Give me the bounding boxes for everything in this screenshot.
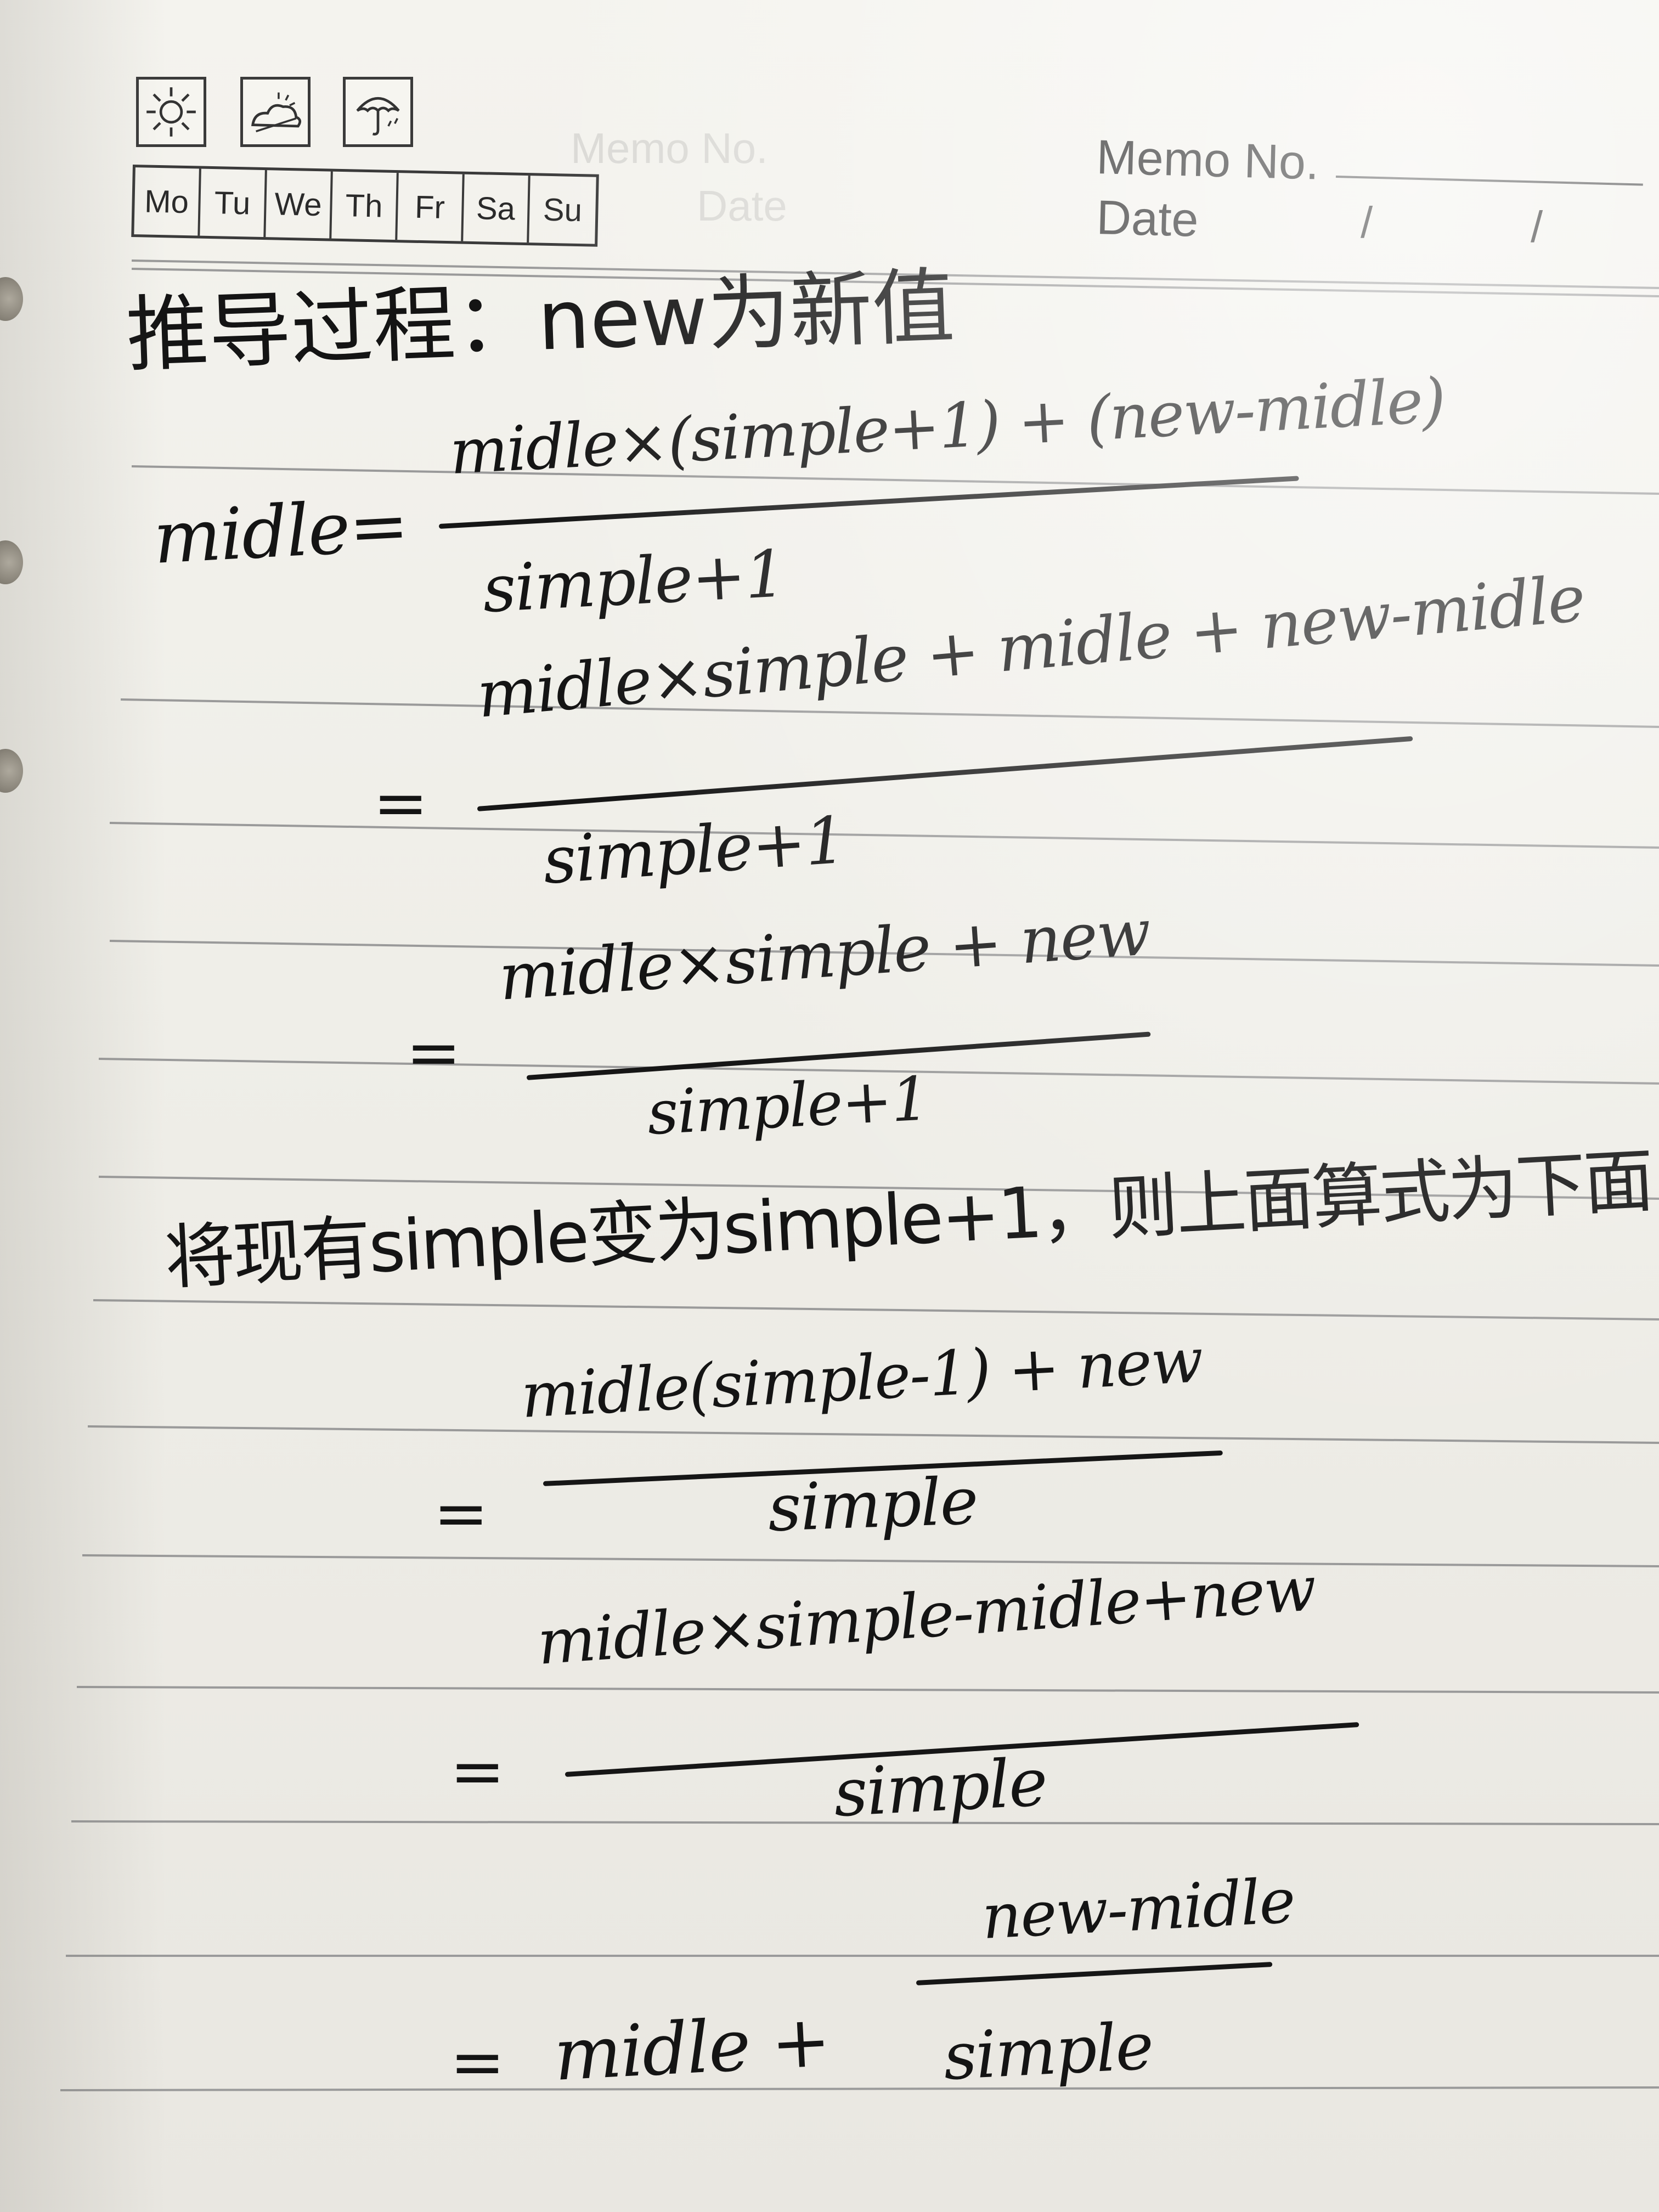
- weekday-we[interactable]: We: [266, 170, 333, 239]
- weekday-sa[interactable]: Sa: [463, 174, 531, 243]
- equals-5: =: [450, 1734, 505, 1810]
- weekday-th[interactable]: Th: [331, 171, 399, 240]
- date-label: Date: [1096, 189, 1199, 247]
- memo-no-label: Memo No.: [1096, 129, 1320, 190]
- equals-2: =: [373, 765, 428, 842]
- cloudy-icon: [240, 77, 311, 147]
- umbrella-icon: [343, 77, 413, 147]
- line-6-midle-term: midle +: [552, 1999, 832, 2097]
- fraction-5-denominator: simple: [832, 1744, 1049, 1832]
- fraction-3-denominator: simple+1: [645, 1063, 930, 1148]
- equals-6: =: [450, 2024, 505, 2101]
- fraction-6-denominator: simple: [941, 2008, 1155, 2095]
- equals-4: =: [433, 1476, 489, 1552]
- equals-3: =: [406, 1015, 461, 1091]
- weekday-tu[interactable]: Tu: [200, 168, 267, 238]
- date-separator: /: [1361, 198, 1373, 247]
- weekday-fr[interactable]: Fr: [397, 173, 465, 241]
- fraction-1-denominator: simple+1: [481, 535, 787, 627]
- fraction-4-denominator: simple: [766, 1463, 979, 1546]
- sun-icon: [136, 77, 206, 147]
- weekday-mo[interactable]: Mo: [134, 167, 201, 236]
- weekday-selector: Mo Tu We Th Fr Sa Su: [131, 165, 599, 247]
- date-separator: /: [1531, 202, 1543, 251]
- ghost-date-text: Date: [697, 182, 787, 230]
- weekday-su[interactable]: Su: [543, 191, 583, 228]
- midle-lhs: midle=: [151, 483, 410, 580]
- ghost-memo-text: Memo No.: [571, 124, 768, 172]
